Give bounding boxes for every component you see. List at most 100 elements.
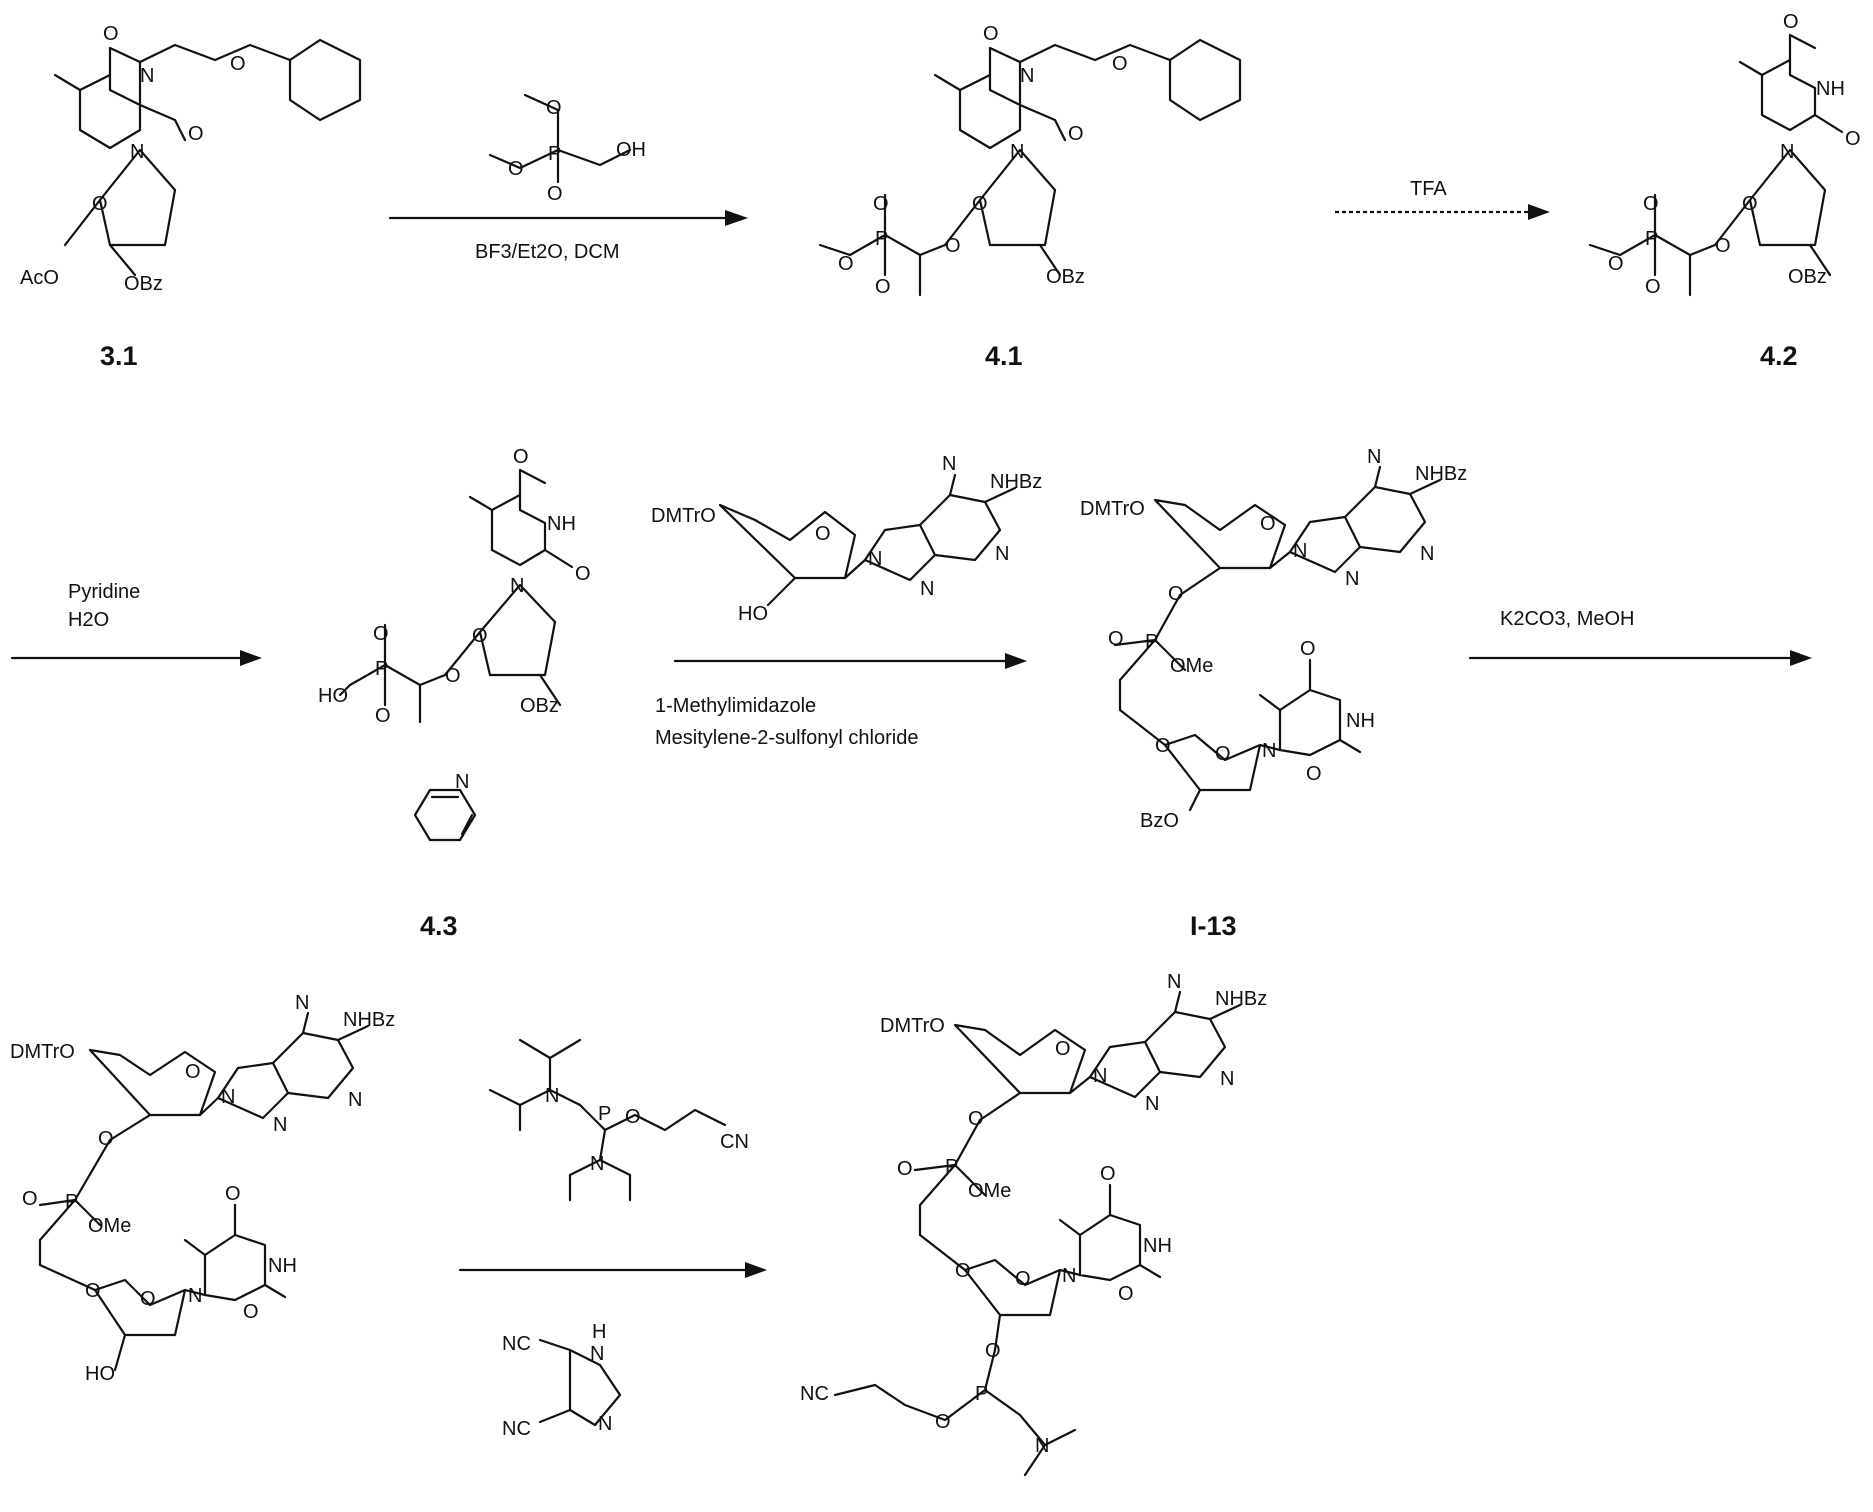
atom-o: O: [1112, 53, 1128, 75]
atom-o: O: [1100, 1163, 1116, 1185]
arrowhead-2: [1528, 204, 1550, 220]
reagent-step4-line1: 1-Methylimidazole: [655, 695, 816, 717]
atom-o: O: [1055, 1038, 1071, 1060]
atom-o: O: [546, 97, 562, 119]
atom-p: P: [65, 1191, 78, 1213]
compound-label-4-2: 4.2: [1760, 341, 1798, 371]
reagent-step4-line2: Mesitylene-2-sulfonyl chloride: [655, 727, 918, 749]
atom-o: O: [1108, 628, 1124, 650]
atom-o: O: [968, 1108, 984, 1130]
atom-o: O: [1068, 123, 1084, 145]
atom-o: O: [1155, 735, 1171, 757]
reagent-step3-line1: Pyridine: [68, 581, 140, 603]
atom-nh: NH: [268, 1255, 297, 1277]
atom-o: O: [985, 1340, 1001, 1362]
label-nc: NC: [800, 1383, 829, 1405]
label-dmtro: DMTrO: [651, 505, 716, 527]
label-obz: OBz: [1788, 266, 1827, 288]
label-obz: OBz: [520, 695, 559, 717]
atom-ho: HO: [738, 603, 768, 625]
atom-o: O: [983, 23, 999, 45]
atom-p: P: [375, 658, 388, 680]
reagent-step3-line2: H2O: [68, 609, 109, 631]
atom-o: O: [98, 1128, 114, 1150]
atom-n: N: [221, 1086, 235, 1108]
arrowhead-3: [240, 650, 262, 666]
atom-o: O: [230, 53, 246, 75]
atom-n: N: [598, 1413, 612, 1435]
atom-n: N: [130, 141, 144, 163]
atom-o: O: [140, 1288, 156, 1310]
atom-n: N: [942, 453, 956, 475]
label-ome: OMe: [1170, 655, 1213, 677]
reagent-dicyanoimidazole: H N N NC NC: [502, 1321, 620, 1440]
atom-o: O: [897, 1158, 913, 1180]
atom-o: O: [815, 523, 831, 545]
arrowhead-1: [725, 210, 748, 226]
atom-n: N: [348, 1089, 362, 1111]
atom-o: O: [445, 665, 461, 687]
atom-ho: HO: [318, 685, 348, 707]
atom-o: O: [472, 625, 488, 647]
atom-o: O: [1168, 583, 1184, 605]
atom-n: N: [1420, 543, 1434, 565]
label-ome: OMe: [968, 1180, 1011, 1202]
atom-n: N: [1220, 1068, 1234, 1090]
atom-o: O: [873, 193, 889, 215]
atom-ho: HO: [85, 1363, 115, 1385]
label-bzo: BzO: [1140, 810, 1179, 832]
atom-o: O: [85, 1280, 101, 1302]
atom-o: O: [373, 623, 389, 645]
atom-o: O: [547, 183, 563, 205]
atom-o: O: [375, 705, 391, 727]
atom-n: N: [1010, 141, 1024, 163]
label-ome: OMe: [88, 1215, 131, 1237]
atom-n: N: [868, 548, 882, 570]
atom-nh: NH: [1143, 1235, 1172, 1257]
atom-n: N: [920, 578, 934, 600]
compound-label-3-1: 3.1: [100, 341, 138, 371]
atom-o: O: [1645, 276, 1661, 298]
atom-p: P: [875, 228, 888, 250]
atom-n: N: [545, 1085, 559, 1107]
atom-n: N: [1345, 568, 1359, 590]
atom-nh: NH: [547, 513, 576, 535]
atom-o: O: [185, 1061, 201, 1083]
label-nhbz: NHBz: [343, 1009, 395, 1031]
atom-o: O: [22, 1188, 38, 1210]
arrowhead-5: [1790, 650, 1812, 666]
label-cn: CN: [720, 1131, 749, 1153]
label-nhbz: NHBz: [1215, 988, 1267, 1010]
label-nhbz: NHBz: [1415, 463, 1467, 485]
atom-p: P: [598, 1103, 611, 1125]
structure-3-1: O N N O O O AcO OBz: [20, 23, 360, 295]
atom-n: N: [1093, 1065, 1107, 1087]
atom-o: O: [1215, 743, 1231, 765]
atom-n: N: [1167, 971, 1181, 993]
atom-n: N: [1262, 740, 1276, 762]
atom-o: O: [1608, 253, 1624, 275]
atom-o: O: [972, 193, 988, 215]
atom-o: O: [508, 158, 524, 180]
arrowhead-4: [1005, 653, 1027, 669]
atom-n: N: [1367, 446, 1381, 468]
atom-n: N: [1062, 1265, 1076, 1287]
atom-nh: NH: [1816, 78, 1845, 100]
atom-p: P: [548, 143, 561, 165]
label-obz: OBz: [124, 273, 163, 295]
label-nhbz: NHBz: [990, 471, 1042, 493]
reagent-step5: K2CO3, MeOH: [1500, 608, 1634, 630]
atom-o: O: [838, 253, 854, 275]
atom-oh: OH: [616, 139, 646, 161]
reagent-phosphonate: O P O O OH: [490, 95, 646, 205]
atom-o: O: [1118, 1283, 1134, 1305]
atom-o: O: [243, 1301, 259, 1323]
structure-4-3: O NH N O O O P HO O O OBz N: [318, 446, 591, 840]
structure-dimer-deprotected: DMTrO O O N N NHBz N N O P OMe O O N O N…: [10, 992, 395, 1385]
atom-o: O: [1300, 638, 1316, 660]
atom-n: N: [995, 543, 1009, 565]
structure-i-13: DMTrO O O N N NHBz N N O P OMe O O N O N…: [1080, 446, 1467, 832]
atom-nh: NH: [1346, 710, 1375, 732]
atom-o: O: [1715, 235, 1731, 257]
